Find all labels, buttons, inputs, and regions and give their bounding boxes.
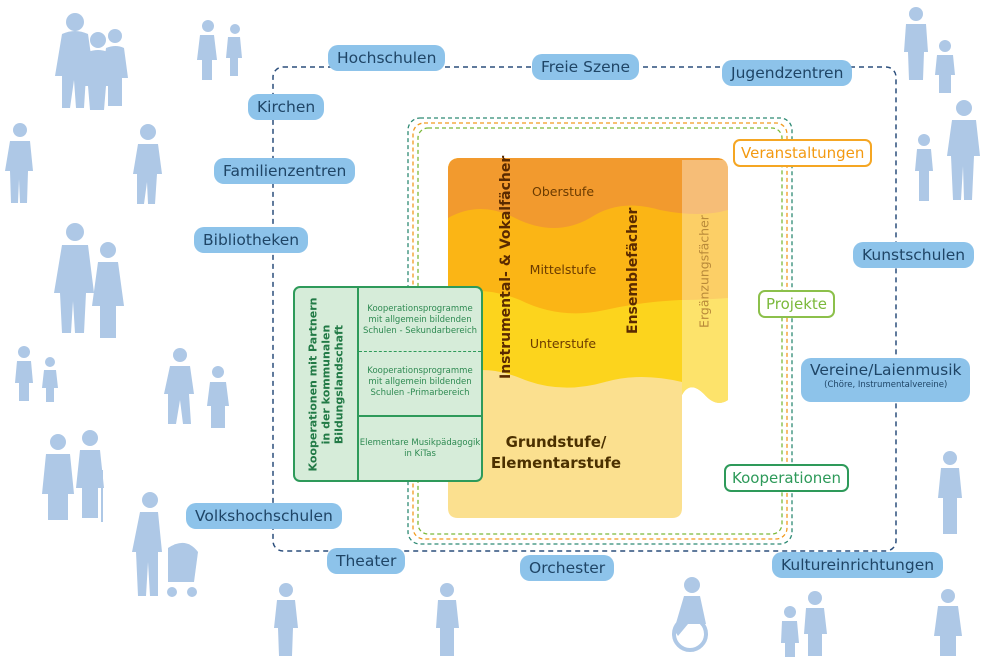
coop-primary: Kooperationsprogramme mit allgemein bild… (367, 365, 473, 398)
green-frame (417, 127, 783, 535)
man-silhouette-left (5, 123, 33, 203)
people-top-right-silhouette (904, 7, 955, 93)
children-silhouette (197, 20, 242, 80)
grundstufe-line1: Grundstufe/ (505, 433, 607, 451)
man-right-silhouette (915, 100, 980, 201)
cooperation-vertical-title: Kooperationen mit Partnern in der kommun… (295, 288, 357, 480)
unterstufe-label: Unterstufe (529, 336, 597, 351)
pill-orchester: Orchester (520, 555, 615, 581)
mittelstufe-label: Mittelstufe (529, 262, 597, 277)
children-bottom-silhouette (781, 591, 827, 657)
tag-projekte: Projekte (758, 290, 835, 318)
cooperation-title-line2: in der kommunalen (319, 324, 333, 444)
couple-silhouette (54, 223, 124, 338)
coop-kitas: Elementare Musikpädagogik in KiTas (359, 438, 481, 459)
pill-theater: Theater (327, 548, 406, 574)
instrumental-label: Instrumental- & Vokalfächer (498, 155, 514, 379)
woman-bottom-silhouette (436, 583, 459, 656)
man-walking-silhouette (133, 124, 162, 204)
cooperation-box: Kooperationen mit Partnern in der kommun… (293, 286, 483, 482)
cooperation-title-line3: Bildungslandschaft (332, 324, 346, 444)
pill-vereine: Vereine/Laienmusik (Chöre, Instrumentalv… (801, 358, 971, 402)
oberstufe-layer (448, 158, 728, 228)
wheelchair-silhouette (672, 577, 708, 652)
man-bottom-silhouette (274, 583, 298, 656)
pill-kultureinrichtungen: Kultureinrichtungen (772, 552, 944, 578)
ensemble-label: Ensemblefächer (625, 207, 641, 334)
students-silhouette (164, 348, 229, 428)
pill-kunstschulen: Kunstschulen (853, 242, 975, 268)
pill-jugendzentren: Jugendzentren (722, 60, 853, 86)
ergaenzung-fade (682, 160, 728, 403)
girl-right-silhouette (934, 589, 962, 656)
pill-hochschulen: Hochschulen (328, 45, 446, 71)
parent-stroller-silhouette (132, 492, 198, 597)
pill-kirchen: Kirchen (248, 94, 325, 120)
vereine-sublabel: (Chöre, Instrumentalvereine) (824, 380, 948, 390)
grundstufe-label: Grundstufe/ Elementarstufe (480, 432, 632, 474)
grundstufe-line2: Elementarstufe (490, 454, 622, 472)
cooperation-title-line1: Kooperationen mit Partnern (306, 297, 320, 471)
cooperation-divider (357, 288, 359, 480)
elderly-couple-silhouette (42, 430, 104, 522)
oberstufe-label: Oberstufe (531, 184, 595, 199)
people-silhouettes (5, 7, 980, 657)
coop-secondary: Kooperationsprogramme mit allgemein bild… (362, 303, 478, 336)
vereine-label: Vereine/Laienmusik (810, 361, 962, 379)
pill-bibliotheken: Bibliotheken (194, 227, 309, 253)
pill-volkshochschulen: Volkshochschulen (186, 503, 342, 529)
pill-freie-szene: Freie Szene (532, 54, 639, 80)
family-group-silhouette (55, 13, 128, 110)
woman-right-silhouette (938, 451, 962, 534)
ergaenzung-label: Ergänzungsfächer (696, 215, 712, 328)
coop-dash-1 (359, 351, 481, 352)
kids-running-silhouette (15, 346, 58, 402)
tag-veranstaltungen: Veranstaltungen (733, 139, 873, 167)
coop-solid-sep (359, 415, 483, 417)
tag-kooperationen: Kooperationen (724, 464, 850, 492)
core-layers (448, 158, 728, 518)
pill-familienzentren: Familienzentren (214, 158, 356, 184)
